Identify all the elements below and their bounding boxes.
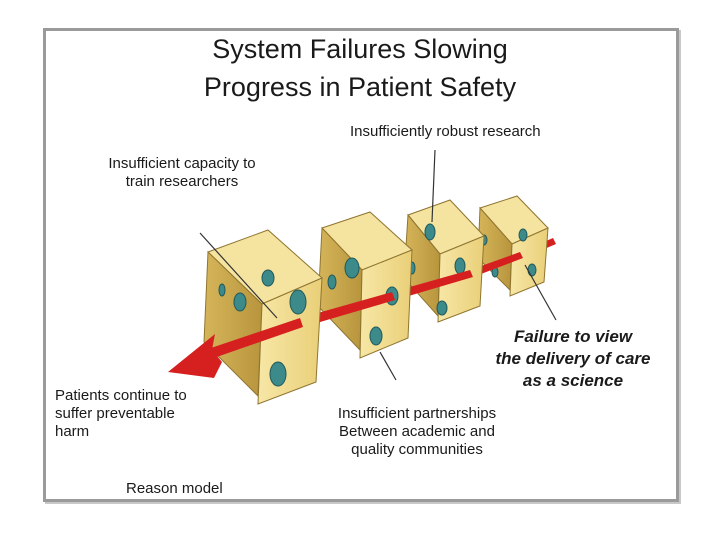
diagram-title: System Failures Slowing Progress in Pati… <box>0 30 720 106</box>
label-insufficient-capacity: Insufficient capacity to train researche… <box>66 155 298 191</box>
cheese-slice-1 <box>203 229 323 405</box>
cheese-slice-3 <box>403 199 485 323</box>
pointer-partnerships <box>379 351 397 381</box>
arrow-segment-2 <box>392 270 473 300</box>
hazard-arrow <box>168 318 303 378</box>
label-reason-model: Reason model <box>126 480 223 497</box>
label-insufficient-partnerships: Insufficient partnerships Between academ… <box>297 405 537 459</box>
patients-line-2: suffer preventable <box>55 405 175 422</box>
patients-line-3: harm <box>55 423 90 440</box>
partnerships-line-3: quality communities <box>351 441 483 458</box>
title-line-1: System Failures Slowing <box>212 34 508 64</box>
pointer-science <box>524 264 557 321</box>
capacity-line-1: Insufficient capacity to <box>108 155 256 172</box>
science-line-3: as a science <box>522 371 624 390</box>
label-failure-to-view: Failure to view the delivery of care as … <box>458 326 688 392</box>
capacity-line-2: train researchers <box>125 173 239 190</box>
science-line-2: the delivery of care <box>495 349 651 368</box>
label-insufficient-research: Insufficiently robust research <box>350 123 541 140</box>
arrow-segment-3 <box>470 252 523 277</box>
science-line-1: Failure to view <box>513 327 633 346</box>
title-line-2: Progress in Patient Safety <box>203 72 517 102</box>
partnerships-line-2: Between academic and <box>339 423 495 440</box>
patients-line-1: Patients continue to <box>55 387 187 404</box>
label-patients-harm: Patients continue to suffer preventable … <box>55 387 187 441</box>
cheese-slice-4 <box>477 195 549 297</box>
cheese-slice-2 <box>317 211 413 359</box>
arrow-segment-1 <box>300 292 395 327</box>
partnerships-line-1: Insufficient partnerships <box>337 405 497 422</box>
pointer-capacity <box>199 232 278 319</box>
pointer-research <box>431 149 436 223</box>
pointer-lines <box>199 149 557 381</box>
